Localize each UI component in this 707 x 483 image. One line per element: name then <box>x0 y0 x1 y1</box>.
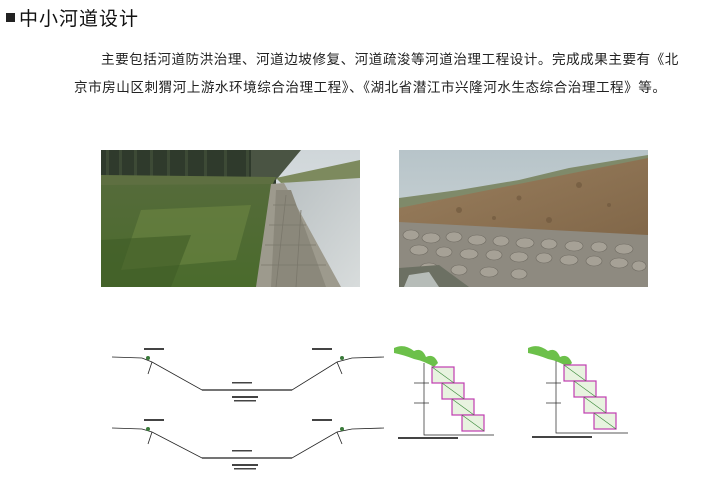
gabion-retaining-wall-drawing <box>394 343 497 443</box>
page-title: 中小河道设计 <box>19 8 140 30</box>
page-header: 中小河道设计 <box>6 4 139 31</box>
square-bullet-icon <box>6 13 15 22</box>
description-paragraph: 主要包括河道防洪治理、河道边坡修复、河道疏浚等河道治理工程设计。完成成果主要有《… <box>74 52 679 96</box>
gabion-retaining-wall-drawing <box>528 343 631 443</box>
river-channel-photo <box>101 150 360 287</box>
gabion-slope-photo <box>399 150 648 287</box>
cross-section-drawings <box>111 340 385 475</box>
